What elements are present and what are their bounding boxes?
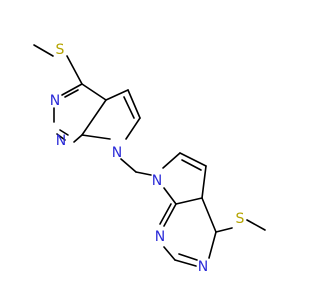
atom-labels: S N N N N N N S	[50, 42, 245, 275]
bond-c7a-c3a-top	[81, 99, 107, 136]
atom-n-bottom-pyrrole: N	[152, 173, 162, 189]
bond-c3-c2-top-inner	[123, 96, 135, 119]
bond-n7-ch2-top	[120, 158, 137, 173]
bond-c4-s-bottom	[215, 227, 233, 233]
bond-c5-c4a-bottom	[201, 165, 207, 199]
bond-n3-c4-bottom	[208, 231, 217, 259]
atom-n-top-b: N	[56, 133, 66, 149]
bond-s-c4-top	[66, 55, 83, 85]
bond-methyl-s-top	[33, 44, 54, 57]
atom-n-bottom-a: N	[155, 229, 165, 245]
molecule-structure: S N N N N N N S	[33, 42, 266, 275]
bond-c7a-c4a-bottom	[175, 197, 203, 205]
bond-c7a-n1-bottom-inner	[159, 203, 172, 225]
bond-s-methyl-bottom	[246, 219, 266, 231]
atom-n-top-a: N	[50, 93, 60, 109]
bond-c2-n1-top	[56, 133, 66, 141]
bond-n7-c7a-top	[81, 134, 111, 140]
bond-c4-c4a-bottom	[201, 197, 217, 233]
bond-n7-c6-bottom	[162, 152, 181, 169]
bond-n1-c2-bottom	[163, 246, 176, 261]
bond-c2-n1-top-inner	[59, 129, 69, 136]
bond-c2-n3-bottom	[174, 259, 197, 267]
atom-n-bottom-b: N	[198, 259, 208, 275]
bond-n7-c7a-bottom	[163, 187, 177, 205]
atom-n-top-pyrrole: N	[112, 145, 122, 161]
bond-n1-c7a-top	[73, 134, 83, 143]
bond-c3a-c4-top	[81, 83, 107, 101]
bond-c2-n3-bottom-inner	[178, 253, 198, 261]
bond-c2-n7-top	[125, 117, 141, 140]
atom-s-top: S	[56, 42, 65, 58]
bond-c6-c5-bottom-inner	[181, 159, 202, 171]
bond-c6-c5-bottom	[179, 152, 207, 167]
bond-c7a-n1-bottom	[163, 203, 177, 227]
bond-c4-n3-top-inner	[64, 89, 79, 98]
bond-c3-c2-top	[127, 89, 141, 119]
bonds	[33, 44, 266, 267]
bond-ch2-n7-bottom	[135, 171, 152, 176]
bond-c3a-c3-top	[105, 89, 129, 101]
bond-c4-n3-top	[61, 83, 83, 96]
atom-s-bottom: S	[236, 211, 245, 227]
